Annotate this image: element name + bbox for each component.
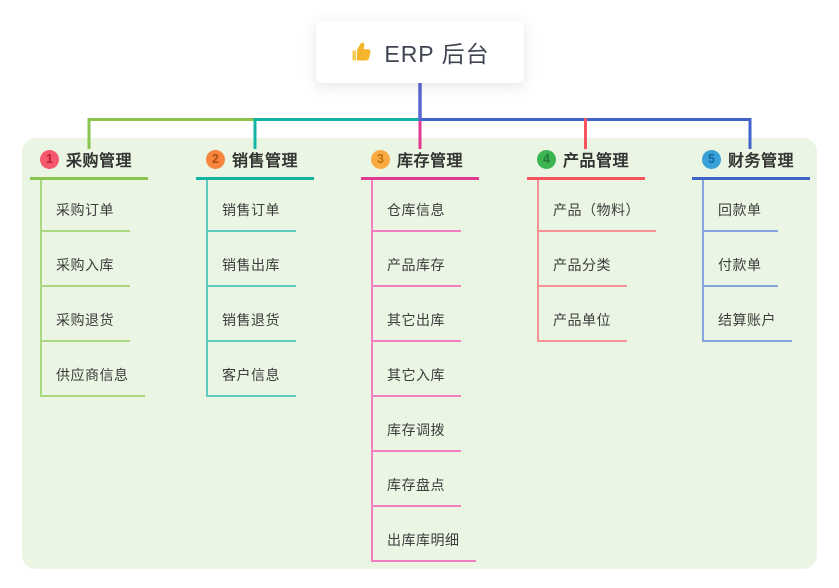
child-node[interactable]: 其它出库 (373, 287, 476, 342)
branch-number-badge: 1 (40, 149, 59, 169)
child-node[interactable]: 其它入库 (373, 342, 476, 397)
child-node[interactable]: 销售退货 (208, 287, 296, 342)
branch-node-product[interactable]: 4 产品管理 (527, 148, 645, 180)
branch-children: 产品（物料） 产品分类 产品单位 (537, 180, 656, 342)
branch-purchase-management: 1 采购管理 采购订单 采购入库 采购退货 供应商信息 (30, 148, 148, 397)
branch-product-management: 4 产品管理 产品（物料） 产品分类 产品单位 (527, 148, 656, 342)
branch-finance-management: 5 财务管理 回款单 付款单 结算账户 (692, 148, 810, 342)
branch-node-inventory[interactable]: 3 库存管理 (361, 148, 479, 180)
child-node[interactable]: 仓库信息 (373, 180, 476, 232)
child-node[interactable]: 销售出库 (208, 232, 296, 287)
branch-number-badge: 2 (206, 149, 225, 169)
branch-number-badge: 3 (371, 149, 390, 169)
child-node[interactable]: 库存盘点 (373, 452, 476, 507)
branch-node-sales[interactable]: 2 销售管理 (196, 148, 314, 180)
child-node[interactable]: 采购订单 (42, 180, 145, 232)
branch-children: 销售订单 销售出库 销售退货 客户信息 (206, 180, 296, 397)
child-node[interactable]: 采购退货 (42, 287, 145, 342)
child-node[interactable]: 产品库存 (373, 232, 476, 287)
branch-node-finance[interactable]: 5 财务管理 (692, 148, 810, 180)
branch-label: 采购管理 (66, 153, 133, 170)
background-panel (22, 138, 817, 569)
thumbs-up-icon (350, 40, 374, 64)
branch-number-badge: 4 (537, 149, 556, 169)
branch-children: 回款单 付款单 结算账户 (702, 180, 792, 342)
child-node[interactable]: 销售订单 (208, 180, 296, 232)
branch-number-badge: 5 (702, 149, 721, 169)
branch-node-purchase[interactable]: 1 采购管理 (30, 148, 148, 180)
child-node[interactable]: 结算账户 (704, 287, 792, 342)
root-label: ERP 后台 (384, 41, 490, 67)
root-node-erp-backend[interactable]: ERP 后台 (316, 21, 524, 83)
branch-sales-management: 2 销售管理 销售订单 销售出库 销售退货 客户信息 (196, 148, 314, 397)
child-node[interactable]: 客户信息 (208, 342, 296, 397)
branch-inventory-management: 3 库存管理 仓库信息 产品库存 其它出库 其它入库 库存调拨 库存盘点 出库库… (361, 148, 479, 562)
child-node[interactable]: 出库库明细 (373, 507, 476, 562)
branch-label: 产品管理 (563, 153, 630, 170)
child-node[interactable]: 库存调拨 (373, 397, 476, 452)
child-node[interactable]: 回款单 (704, 180, 792, 232)
child-node[interactable]: 产品单位 (539, 287, 656, 342)
child-node[interactable]: 产品（物料） (539, 180, 656, 232)
child-node[interactable]: 付款单 (704, 232, 792, 287)
child-node[interactable]: 采购入库 (42, 232, 145, 287)
branch-children: 采购订单 采购入库 采购退货 供应商信息 (40, 180, 145, 397)
branch-label: 销售管理 (232, 153, 299, 170)
child-node[interactable]: 供应商信息 (42, 342, 145, 397)
branch-label: 财务管理 (728, 153, 795, 170)
branch-label: 库存管理 (397, 153, 464, 170)
branch-children: 仓库信息 产品库存 其它出库 其它入库 库存调拨 库存盘点 出库库明细 (371, 180, 476, 562)
child-node[interactable]: 产品分类 (539, 232, 656, 287)
